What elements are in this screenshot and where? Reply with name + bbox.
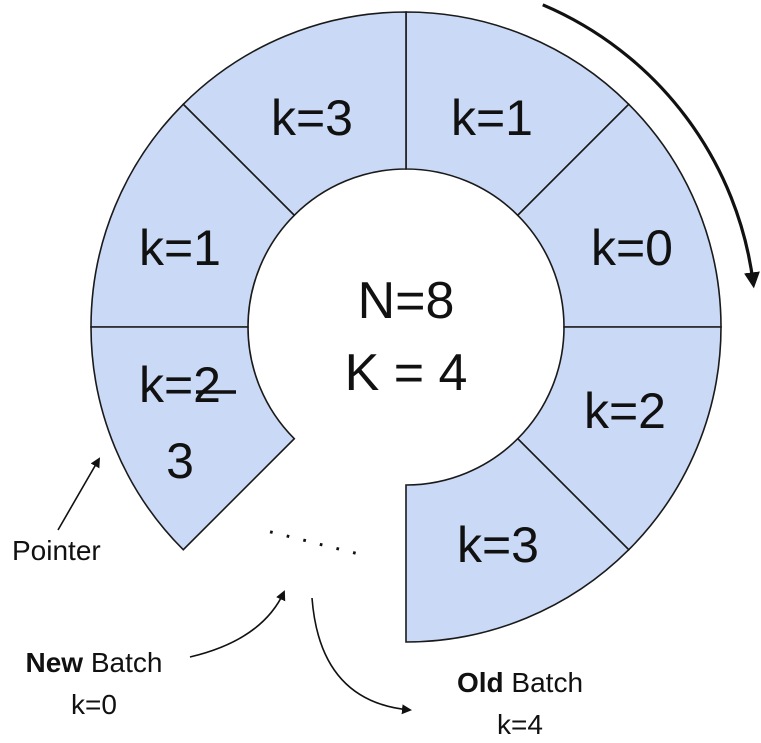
old-batch-k: k=4 (497, 709, 543, 740)
segment-label-k1-left: k=1 (139, 220, 221, 276)
segment-pointer (90, 326, 296, 551)
old-batch-bold: Old (457, 667, 504, 698)
segment-k1-top-right (405, 11, 630, 217)
new-batch-label: New Batch (26, 647, 163, 678)
ellipsis: · · · · · · (264, 514, 364, 567)
segment-k2-right (516, 326, 722, 551)
new-batch-bold: New (26, 647, 84, 678)
old-batch-arrow (311, 597, 412, 715)
segment-label-old-k2: k=2 (139, 357, 221, 413)
segment-label-k3-top: k=3 (271, 90, 353, 146)
segment-label-k3-bottom: k=3 (457, 517, 539, 573)
segment-label-k1-top-right: k=1 (451, 90, 533, 146)
center-label-k: K = 4 (345, 344, 468, 402)
segment-label-k2: k=2 (584, 383, 666, 439)
new-batch-rest: Batch (83, 647, 162, 678)
segment-k0-right (516, 103, 722, 328)
segment-k3-bottom-right (405, 437, 630, 643)
old-batch-rest: Batch (504, 667, 583, 698)
center-label-n: N=8 (358, 272, 455, 330)
segment-label-new-value: 3 (166, 433, 194, 489)
old-batch-label: Old Batch (457, 667, 583, 698)
new-batch-arrow (189, 590, 286, 658)
pointer-arrow (57, 457, 101, 531)
ring-segments (90, 11, 722, 643)
pointer-label: Pointer (12, 535, 101, 566)
segment-label-k0: k=0 (591, 220, 673, 276)
rotation-direction-arrow (542, 3, 760, 289)
new-batch-k: k=0 (71, 689, 117, 720)
segment-k1-left (90, 103, 296, 328)
segment-k3-top-left (182, 11, 407, 217)
